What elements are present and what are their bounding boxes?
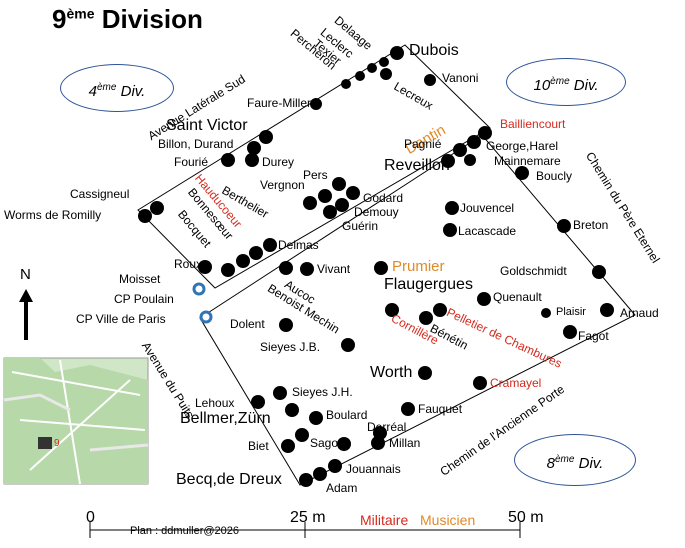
label-reveillon: Reveillon: [384, 157, 450, 174]
legend-musician: Musicien: [420, 512, 476, 528]
label-dolent: Dolent: [230, 317, 265, 331]
label-vergnon: Vergnon: [260, 178, 305, 192]
label-dubois: Dubois: [409, 42, 459, 59]
label-sieyes-jb: Sieyes J.B.: [260, 340, 321, 354]
grave-markers: [138, 46, 614, 487]
division-title: 9ème Division: [52, 4, 203, 34]
label-cp-ville: CP Ville de Paris: [76, 312, 166, 326]
label-lehoux: Lehoux: [195, 396, 235, 410]
label-roux: Roux: [174, 257, 203, 271]
label-fourie: Fourié: [174, 155, 209, 169]
scale-label-0: 0: [86, 509, 95, 526]
label-vanoni: Vanoni: [442, 71, 479, 85]
label-jouvencel: Jouvencel: [460, 201, 515, 215]
label-adam: Adam: [326, 481, 358, 495]
scale-label-50m: 50 m: [508, 509, 544, 526]
label-jouannais: Jouannais: [346, 462, 401, 476]
division-10-oval: 10ème Div.: [506, 58, 626, 106]
label-cp-poulain: CP Poulain: [114, 292, 174, 306]
label-arnaud: Arnaud: [620, 306, 659, 320]
label-guerin: Guérin: [342, 219, 379, 233]
label-worth: Worth: [370, 364, 413, 381]
label-flaugergues: Flaugergues: [384, 276, 473, 293]
label-demouy: Demouy: [354, 205, 399, 219]
label-breton: Breton: [573, 218, 609, 232]
label-becq-de-dreux: Becq,de Dreux: [176, 471, 282, 488]
north-arrowhead: [19, 289, 33, 302]
label-sagot: Sagot: [310, 436, 342, 450]
label-godard: Godard: [363, 191, 404, 205]
label-saint-victor: Saint Victor: [166, 117, 248, 134]
label-prumier: Prumier: [392, 258, 445, 275]
label-boulard: Boulard: [326, 408, 368, 422]
label-fauquet: Fauquet: [418, 402, 463, 416]
label-biet: Biet: [248, 439, 269, 453]
label-bellmer-zurn: Bellmer,Zürn: [180, 410, 271, 427]
cp-poulain-marker: [192, 282, 206, 296]
label-billon-durand: Billon, Durand: [158, 137, 234, 151]
label-millan: Millan: [389, 436, 421, 450]
label-bailliencourt: Bailliencourt: [500, 117, 566, 131]
label-cramayel: Cramayel: [490, 376, 542, 390]
label-faure-miller: Faure-Miller: [247, 96, 312, 110]
cp-ville-marker: [199, 310, 213, 324]
svg-text:9: 9: [54, 438, 60, 449]
label-fagot: Fagot: [578, 329, 609, 343]
label-boucly: Boucly: [536, 169, 573, 183]
legend-military: Militaire: [360, 512, 409, 528]
plan-credit: Plan : ddmuller@2026: [130, 525, 240, 537]
label-goldschmidt: Goldschmidt: [500, 264, 567, 278]
label-delmas: Delmas: [278, 238, 319, 252]
north-label: N: [20, 266, 31, 283]
label-lacascade: Lacascade: [458, 224, 517, 238]
label-quenault: Quenault: [493, 290, 542, 304]
division-lower-block: [199, 134, 636, 486]
label-vivant: Vivant: [317, 262, 351, 276]
label-cassigneul: Cassigneul: [70, 187, 130, 201]
label-moisset: Moisset: [119, 272, 161, 286]
division-4-oval: 4ème Div.: [60, 64, 174, 112]
label-george-harel: George,Harel: [486, 139, 559, 153]
label-pers: Pers: [303, 168, 328, 182]
label-worms: Worms de Romilly: [4, 208, 102, 222]
label-sieyes-jh: Sieyes J.H.: [292, 385, 353, 399]
scale-label-25m: 25 m: [290, 509, 326, 526]
location-inset-map: 9: [3, 357, 149, 485]
label-mainnemare: Mainnemare: [494, 154, 561, 168]
label-durey: Durey: [262, 155, 295, 169]
label-pagnie: Pagnié: [404, 137, 442, 151]
label-plaisir: Plaisir: [556, 306, 586, 318]
division-8-oval: 8ème Div.: [514, 434, 636, 486]
label-derreal: Derréal: [367, 420, 407, 434]
